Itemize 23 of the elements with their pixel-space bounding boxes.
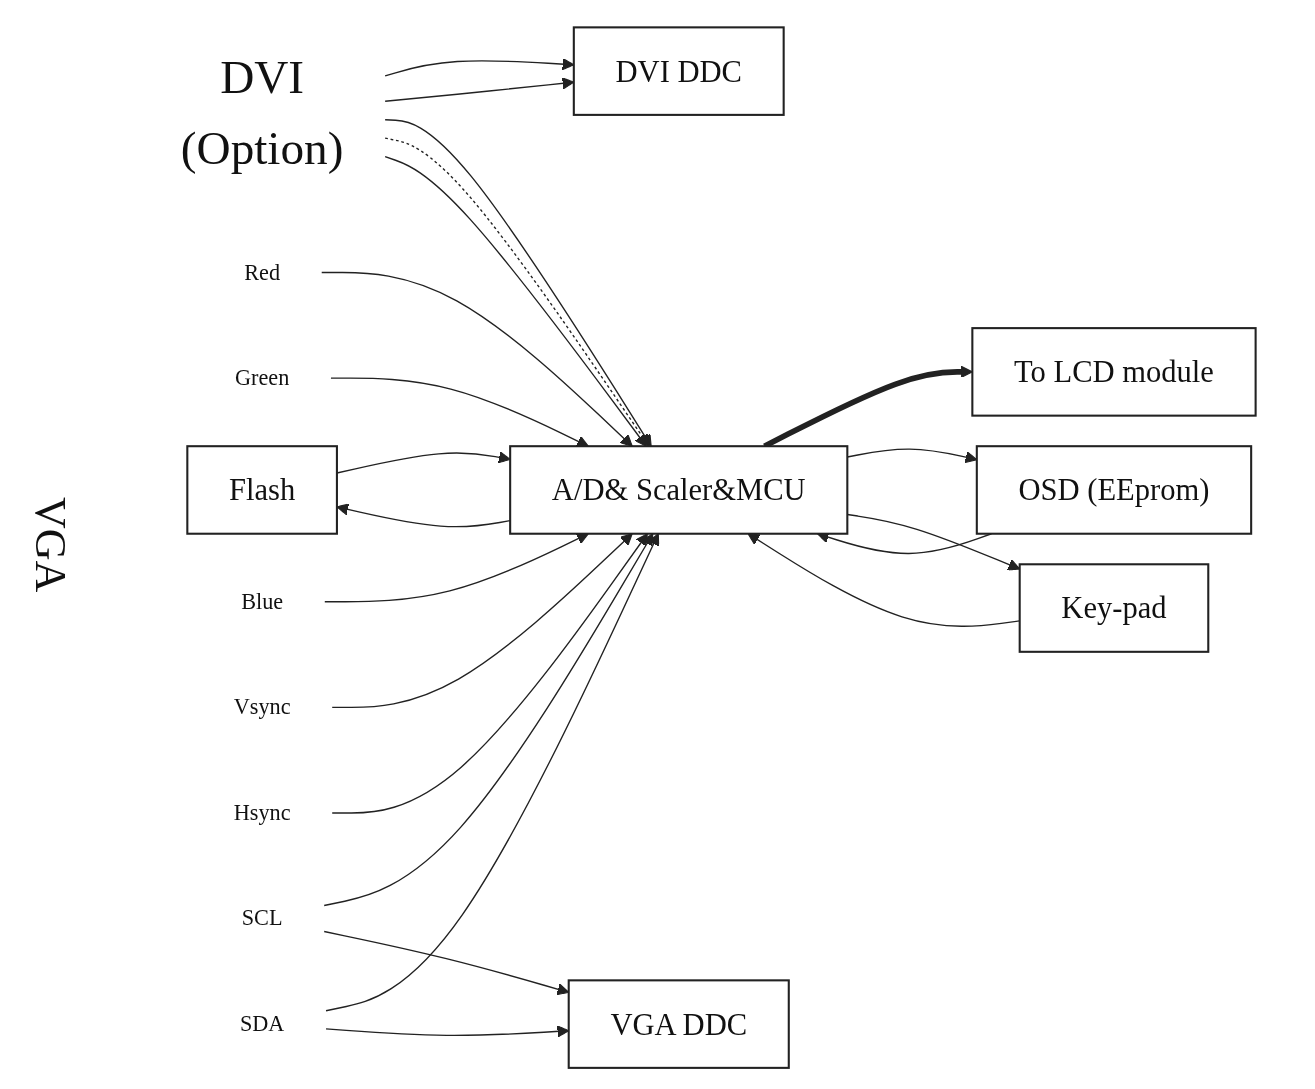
node-text: Hsync [233,800,291,825]
node-box: Key-pad [1018,563,1210,653]
node-text: SDA [240,1011,285,1036]
node-box: A/D& Scaler&MCU [509,445,849,535]
node-text: SCL [241,906,283,930]
arrow [331,533,633,709]
arrow [324,533,589,603]
arrow [331,533,649,814]
node-box: OSD (EEprom) [975,445,1253,535]
arrow [330,377,589,447]
signal-group-label: VGA [24,496,76,593]
node-text: Vsync [233,694,291,719]
node-text: Red [244,260,281,284]
node-box: To LCD module [971,327,1257,417]
node-text: Green [235,365,290,390]
arrow [321,271,633,447]
node-box: DVI DDC [572,26,785,116]
arrow [325,533,660,1012]
node-box: Flash [186,445,339,535]
arrow [323,533,654,907]
node-text: DVI (Option) [180,51,344,174]
node-box: VGA DDC [567,979,790,1069]
node-text: Blue [241,589,284,613]
